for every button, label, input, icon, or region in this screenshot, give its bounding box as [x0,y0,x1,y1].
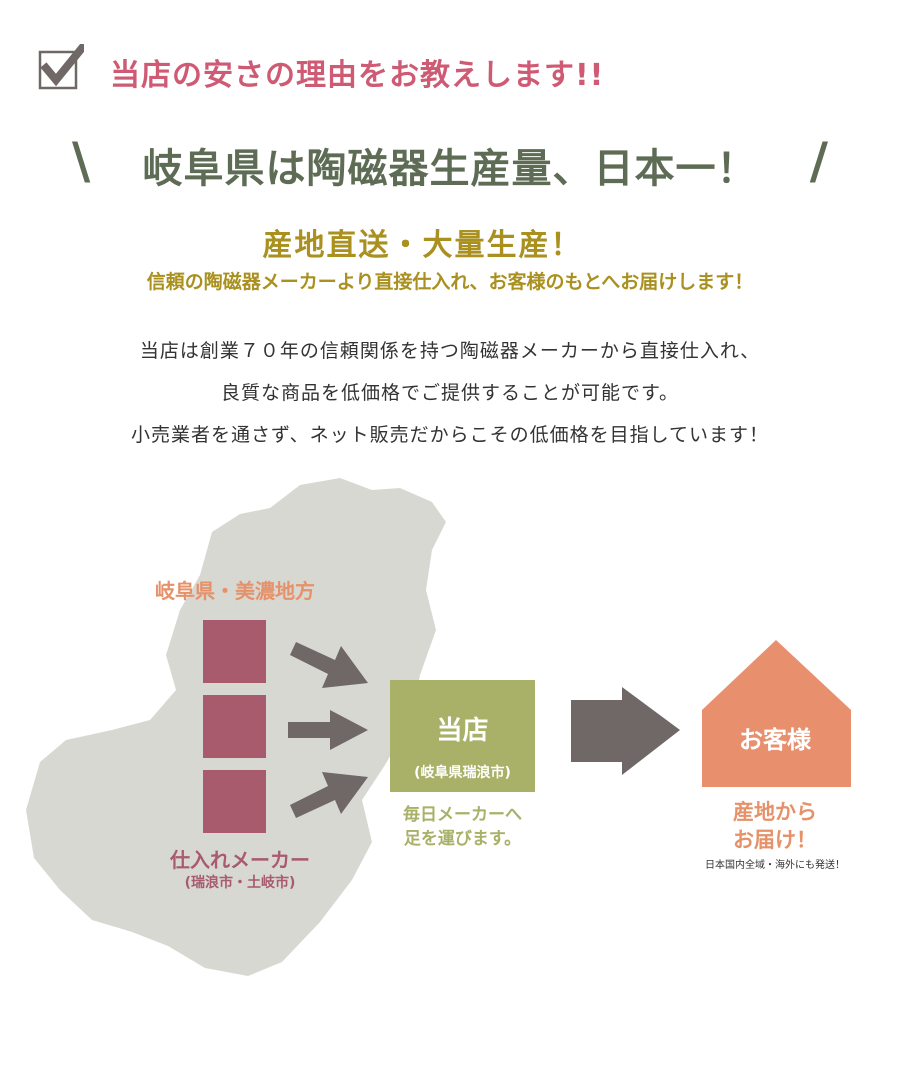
maker-box-3 [203,770,266,833]
shop-location: (岐阜県瑞浪市) [414,765,511,781]
body-line-1: 当店は創業７０年の信頼関係を持つ陶磁器メーカーから直接仕入れ、 [139,340,761,362]
title-row: 当店の安さの理由をお教えします!! [38,40,858,100]
headline-slash-right: / [809,132,828,190]
page-title: 当店の安さの理由をお教えします!! [110,58,605,93]
house-icon [702,640,851,787]
shop-note-line-2: 足を運びます。 [403,829,522,849]
headline-slash-left: \ [72,132,91,190]
shop-note-line-1: 毎日メーカーへ [403,805,522,825]
arrow-icon [288,710,368,750]
subheadline-main: 産地直送・大量生産！ [262,228,583,263]
shipping-note: 日本国内全域・海外にも発送！ [705,860,845,871]
customer-note-line-2: お届け！ [733,828,817,852]
maker-box-1 [203,620,266,683]
maker-label: 仕入れメーカー [170,848,310,872]
arrow-icon [290,772,368,818]
shop-title: 当店 [436,716,489,746]
checkmark-icon [38,44,84,90]
subheadline-detail: 信頼の陶磁器メーカーより直接仕入れ、お客様のもとへお届けします！ [146,271,754,293]
body-line-2: 良質な商品を低価格でご提供することが可能です。 [220,382,680,404]
customer-note-line-1: 産地から [733,800,817,824]
shop-box: 当店 (岐阜県瑞浪市) [390,680,535,792]
region-label: 岐阜県・美濃地方 [155,579,315,603]
body-line-3: 小売業者を通さず、ネット販売だからこその低価格を目指しています！ [130,424,770,446]
maker-sub-label: (瑞浪市・土岐市) [184,875,296,891]
maker-box-2 [203,695,266,758]
arrow-icon [290,642,368,688]
customer-title: お客様 [739,726,811,754]
big-arrow-icon [571,687,680,775]
headline: 岐阜県は陶磁器生産量、日本一！ [142,146,758,192]
